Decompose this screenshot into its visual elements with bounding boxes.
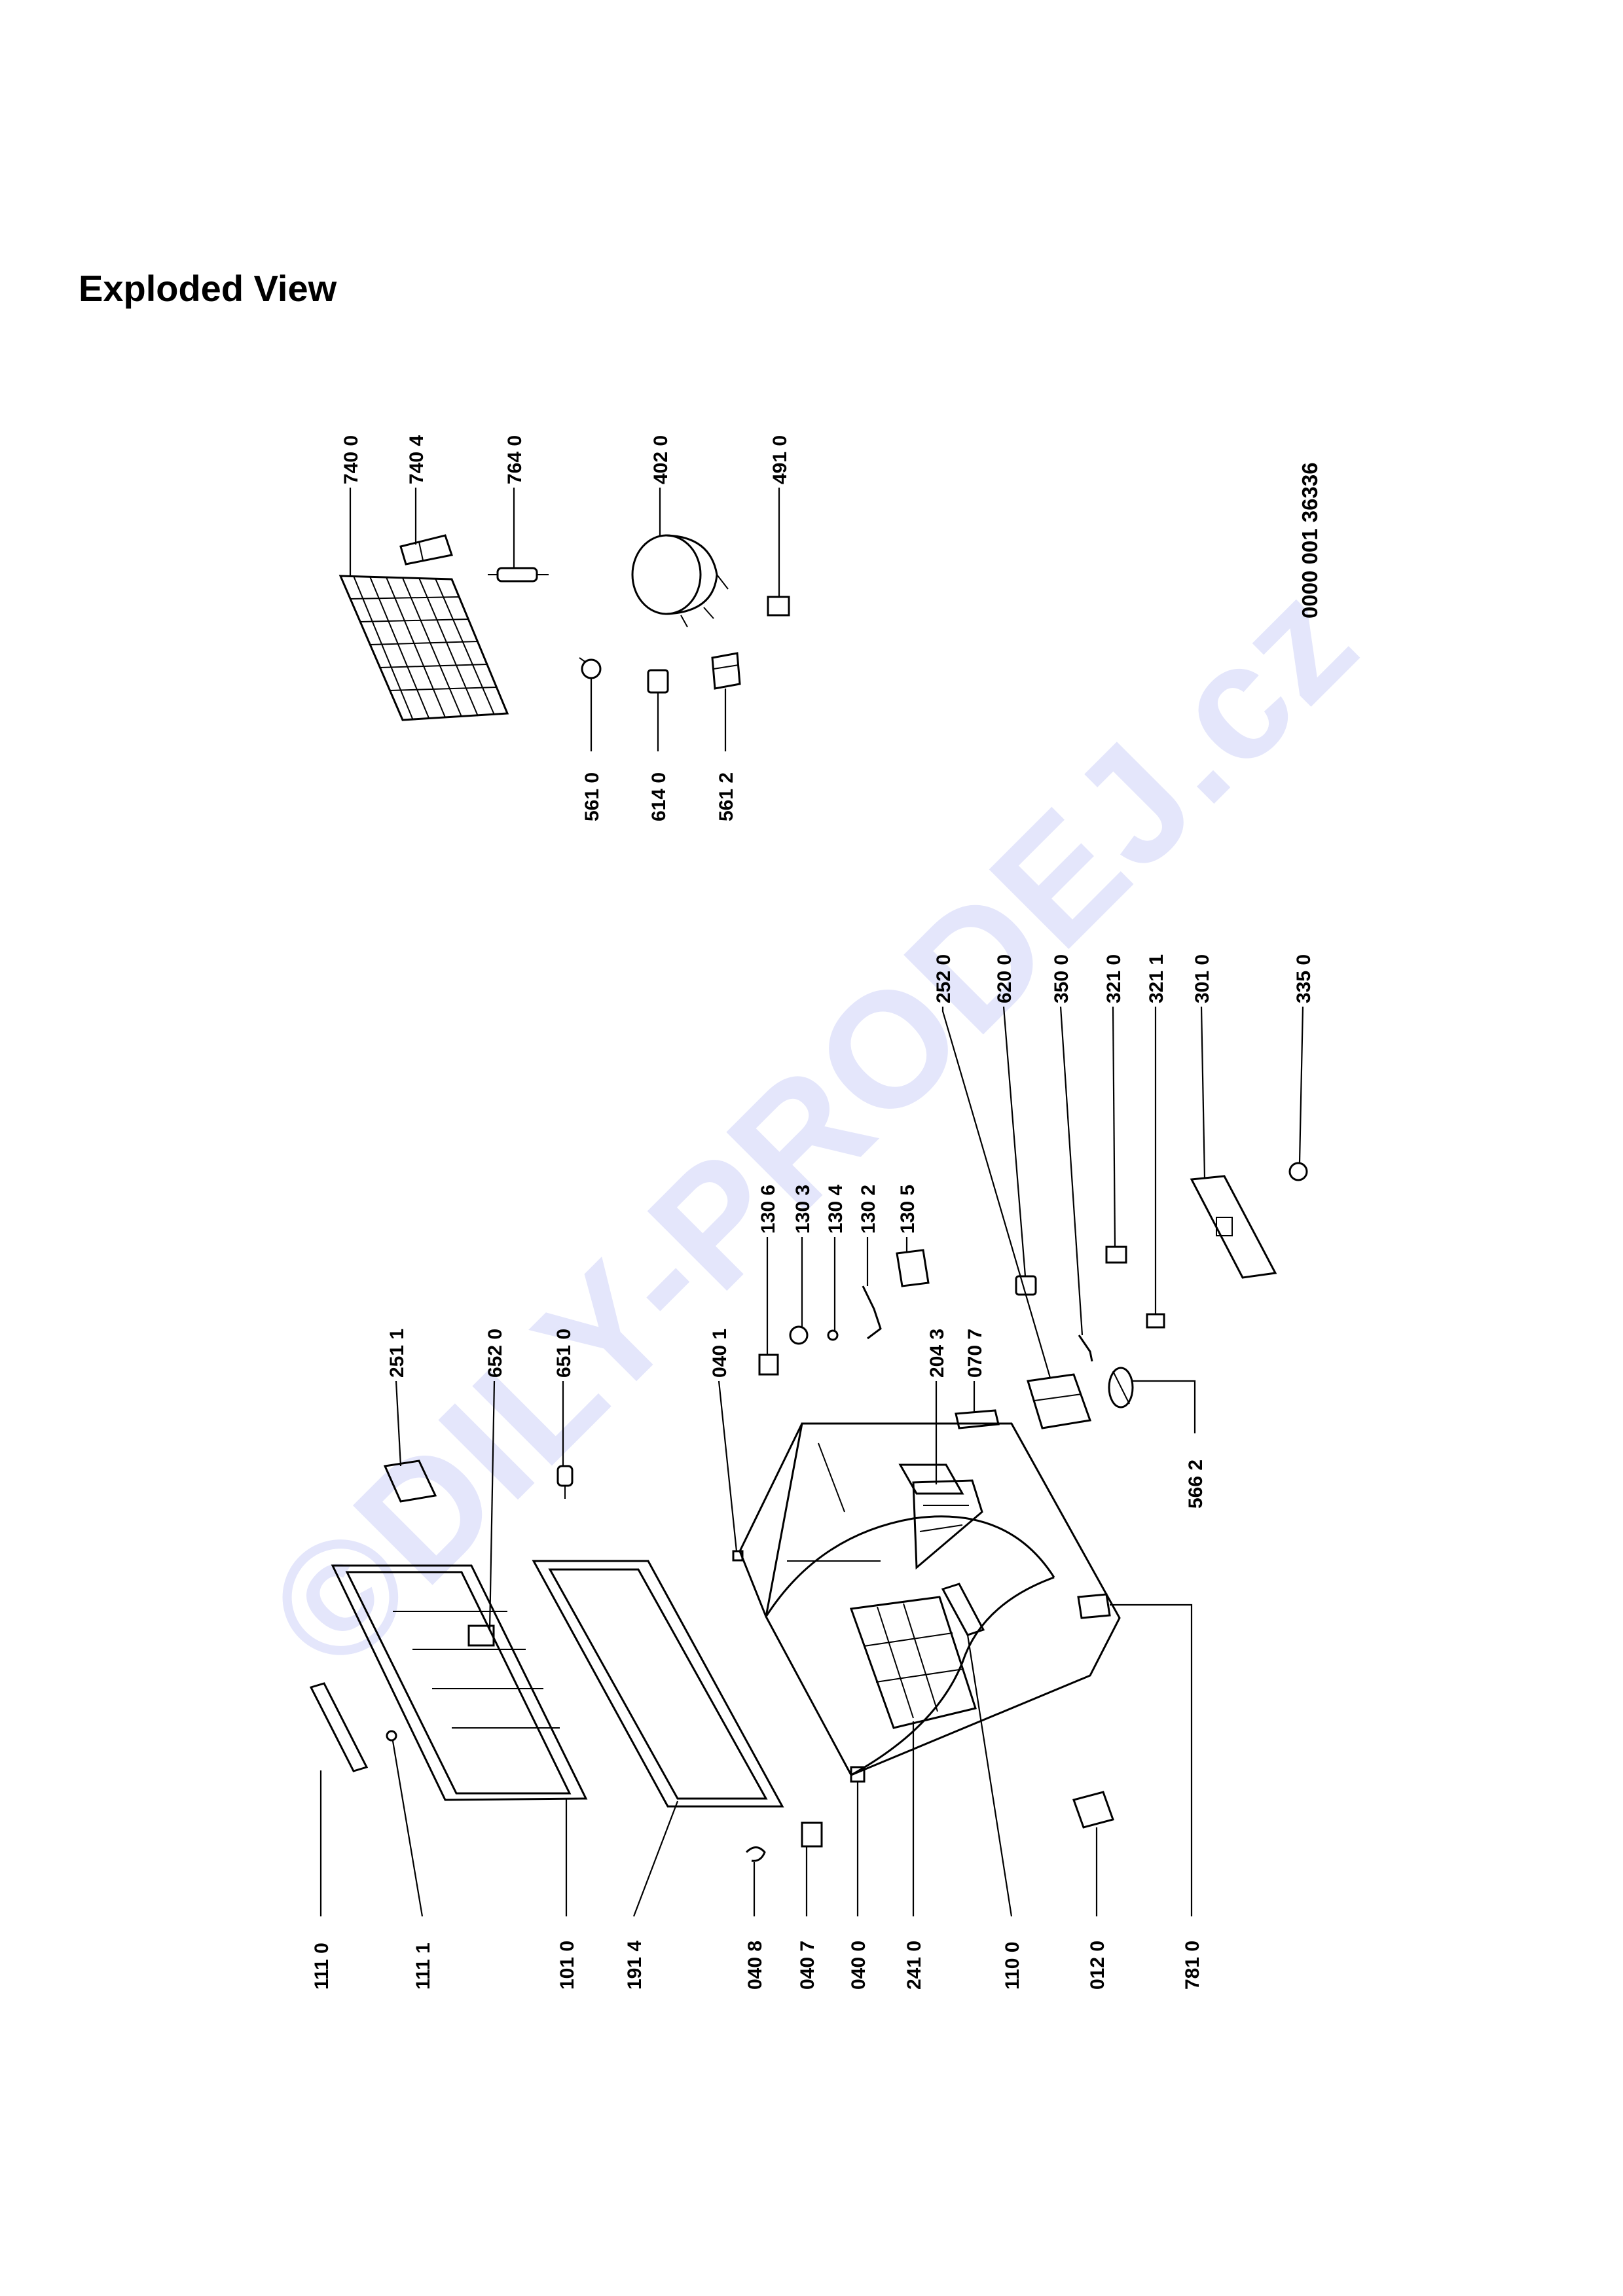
divider-part (912, 1479, 983, 1570)
part-6200 (1015, 1275, 1037, 1296)
compressor-part (631, 534, 729, 628)
relay-part (647, 669, 669, 694)
callout-2511: 251 1 (386, 1329, 408, 1378)
callout-3500: 350 0 (1051, 954, 1072, 1003)
callout-0408: 040 8 (744, 1941, 766, 1990)
thermostat-part (1108, 1367, 1134, 1408)
part-3500 (1078, 1335, 1093, 1362)
part-1304 (827, 1329, 839, 1341)
thermostat-housing-part (1027, 1373, 1092, 1429)
part-1306 (758, 1354, 779, 1376)
callout-1110: 111 0 (311, 1943, 333, 1990)
callout-2410: 241 0 (903, 1941, 925, 1990)
callout-0407: 040 7 (797, 1941, 818, 1990)
callout-0400: 040 0 (848, 1941, 869, 1990)
callout-6510: 651 0 (553, 1329, 575, 1378)
part-0120 (1072, 1791, 1114, 1829)
part-1302 (862, 1285, 882, 1340)
page-title: Exploded View (79, 268, 337, 309)
callout-3010: 301 0 (1192, 954, 1213, 1003)
lid-lock-part (556, 1465, 574, 1499)
callout-0120: 012 0 (1087, 1941, 1108, 1990)
label-part (1077, 1593, 1111, 1619)
condenser-bracket-part (399, 534, 453, 565)
callout-7404: 740 4 (406, 435, 428, 484)
callout-6520: 652 0 (484, 1329, 506, 1378)
callout-6200: 620 0 (994, 954, 1015, 1003)
part-3350 (1288, 1162, 1308, 1181)
cover-plate-part (1190, 1175, 1277, 1279)
part-1303 (789, 1325, 809, 1345)
callout-5662: 566 2 (1185, 1460, 1207, 1509)
part-3211 (1146, 1313, 1165, 1329)
control-panel-part (955, 1409, 1000, 1429)
lid-gasket-part (532, 1560, 784, 1808)
cabinet-part (739, 1422, 1121, 1776)
callout-7400: 740 0 (340, 435, 362, 484)
callout-3210: 321 0 (1103, 954, 1125, 1003)
part-0407 (801, 1821, 823, 1848)
callout-1306: 130 6 (757, 1185, 779, 1234)
callout-1305: 130 5 (897, 1185, 919, 1234)
callout-0401: 040 1 (709, 1329, 731, 1378)
overload-part (579, 657, 602, 679)
callout-1010: 101 0 (556, 1941, 578, 1990)
callout-5612: 561 2 (716, 772, 737, 821)
relay-cover-part (711, 652, 741, 690)
lid-part (331, 1564, 588, 1801)
part-1305 (896, 1249, 930, 1287)
drier-part (488, 567, 549, 583)
callout-3211: 321 1 (1146, 954, 1167, 1003)
callout-1303: 130 3 (792, 1185, 814, 1234)
callout-2520: 252 0 (933, 954, 955, 1003)
callout-4910: 491 0 (769, 435, 791, 484)
baffle-part (941, 1583, 985, 1636)
callout-1304: 130 4 (825, 1185, 847, 1234)
callout-1914: 191 4 (624, 1941, 646, 1990)
callout-2043: 204 3 (926, 1329, 948, 1378)
callout-4020: 402 0 (650, 435, 672, 484)
basket-part (849, 1596, 977, 1729)
document-number: 0000 001 36336 (1298, 462, 1322, 619)
grommet-part (767, 596, 790, 617)
lid-handle-part (383, 1460, 437, 1503)
callout-5610: 561 0 (581, 772, 603, 821)
callout-1111: 111 1 (412, 1943, 434, 1990)
callout-1100: 110 0 (1002, 1942, 1023, 1990)
callout-3350: 335 0 (1293, 954, 1315, 1003)
callout-7810: 781 0 (1182, 1941, 1203, 1990)
part-3210 (1105, 1246, 1127, 1264)
callout-6140: 614 0 (648, 772, 670, 821)
condenser-part (338, 575, 509, 721)
screw-part (386, 1730, 397, 1742)
part-0408 (745, 1846, 766, 1862)
callout-1302: 130 2 (858, 1185, 879, 1234)
part-0401 (732, 1550, 744, 1562)
callout-0707: 070 7 (964, 1329, 986, 1378)
callout-7640: 764 0 (504, 435, 526, 484)
lid-strip-part (309, 1682, 369, 1772)
